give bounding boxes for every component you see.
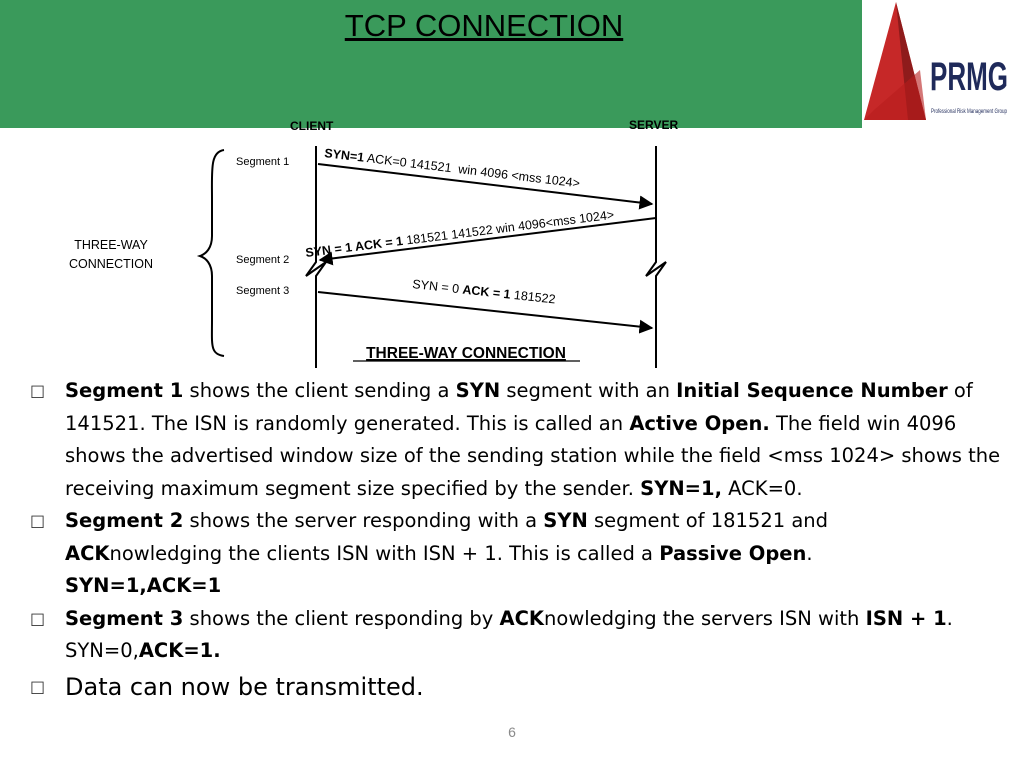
segment2-label: Segment 2 [236,254,289,266]
three-way-handshake-diagram: CLIENT SERVER THREE-WAY CONNECTION Segme… [69,118,678,368]
bullet-segment-2: □ Segment 2 shows the server responding … [30,505,1010,603]
client-label: CLIENT [290,119,334,133]
header-band [0,0,862,128]
bullet-data-text: Data can now be transmitted. [65,672,424,701]
segment2-text: SYN = 1 ACK = 1 181521 141522 win 4096<m… [305,208,615,260]
bullet-box-icon: □ [30,608,46,628]
bullet-segment-3: □ Segment 3 shows the client responding … [30,603,1010,668]
curly-brace [196,149,225,357]
page-number: 6 [508,724,516,740]
prmg-logo: PRMG Professional Risk Management Group [864,2,1008,120]
brace-label-line1: THREE-WAY [74,238,148,252]
bullet-data-transmit: □ Data can now be transmitted. [30,668,1010,706]
segment3-arrow [317,291,654,334]
bullet-box-icon: □ [30,511,46,530]
logo-tagline: Professional Risk Management Group [931,109,1007,115]
client-lifeline [305,146,327,368]
server-lifeline [645,146,667,368]
segment3-text: SYN = 0 ACK = 1 181522 [412,277,557,306]
bullet-segment-1: □ Segment 1 shows the client sending a S… [30,375,1010,505]
brace-label-line2: CONNECTION [69,257,153,271]
bullet-list: □ Segment 1 shows the client sending a S… [30,375,1010,706]
segment1-label: Segment 1 [236,156,289,168]
logo-text: PRMG [930,55,1008,99]
bullet-box-icon: □ [30,381,46,400]
segment3-label: Segment 3 [236,285,289,297]
bullet-box-icon: □ [30,676,46,696]
segment1-arrow [317,163,654,210]
segment2-arrow [318,217,657,266]
diagram-caption: THREE-WAY CONNECTION [366,345,566,362]
segment1-text: SYN=1 ACK=0 141521 win 4096 <mss 1024> [324,146,581,190]
slide-title: TCP CONNECTION [344,8,624,43]
server-label: SERVER [629,118,678,132]
